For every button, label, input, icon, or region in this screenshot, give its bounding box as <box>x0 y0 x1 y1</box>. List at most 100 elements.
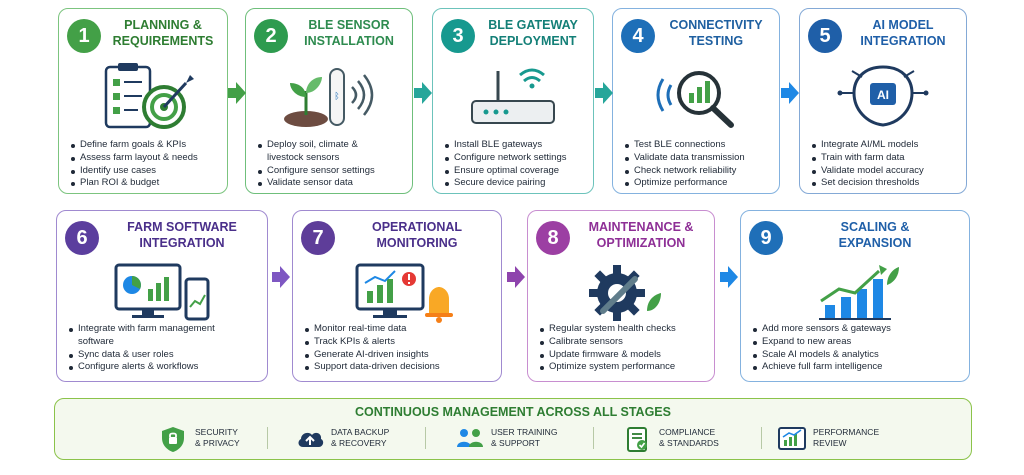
stage-title: AI MODEL INTEGRATION <box>860 18 946 48</box>
bullet: Integrate AI/ML models <box>812 139 960 152</box>
divider <box>425 427 426 449</box>
stage-title: CONNECTIVITY TESTING <box>669 18 763 48</box>
divider <box>267 427 268 449</box>
management-item-compliance: COMPLIANCE & STANDARDS <box>623 425 753 453</box>
stage-card-4: 4 CONNECTIVITY TESTING Test BLE connecti… <box>612 8 780 194</box>
bullet: Validate data transmission <box>625 152 773 165</box>
stage-number: 9 <box>749 221 783 255</box>
bullet: Assess farm layout & needs <box>71 152 221 165</box>
management-label: DATA BACKUP & RECOVERY <box>331 427 390 448</box>
bullet: Update firmware & models <box>540 349 708 362</box>
management-label: PERFORMANCE REVIEW <box>813 427 880 448</box>
bullet: Configure sensor settings <box>258 165 406 178</box>
stage-title: PLANNING & REQUIREMENTS <box>112 18 214 48</box>
bullet: Ensure optimal coverage <box>445 165 587 178</box>
arrow-right-icon <box>228 82 246 104</box>
stage-header: 2 BLE SENSOR INSTALLATION <box>254 15 404 59</box>
bullet: Test BLE connections <box>625 139 773 152</box>
stage-card-1: 1 PLANNING & REQUIREMENTS Define farm go… <box>58 8 228 194</box>
checklist-target-icon <box>59 61 227 137</box>
management-item-backup: DATA BACKUP & RECOVERY <box>295 425 425 453</box>
management-title: CONTINUOUS MANAGEMENT ACROSS ALL STAGES <box>355 405 671 419</box>
arrow-right-icon <box>595 82 613 104</box>
bullet: Sync data & user roles <box>69 349 261 362</box>
bullet: Check network reliability <box>625 165 773 178</box>
stage-card-9: 9 SCALING & EXPANSION Add more sensors &… <box>740 210 970 382</box>
bullet: Configure network settings <box>445 152 587 165</box>
stage-title: OPERATIONAL MONITORING <box>371 220 463 250</box>
arrow-right-icon <box>414 82 432 104</box>
stage-card-7: 7 OPERATIONAL MONITORING Monitor real-ti… <box>292 210 502 382</box>
divider <box>593 427 594 449</box>
stage-title: BLE GATEWAY DEPLOYMENT <box>488 18 578 48</box>
arrow-right-icon <box>781 82 799 104</box>
stage-header: 6 FARM SOFTWARE INTEGRATION <box>65 217 259 261</box>
bullet: Install BLE gateways <box>445 139 587 152</box>
bullet: Train with farm data <box>812 152 960 165</box>
bullet: Plan ROI & budget <box>71 177 221 190</box>
bullet: Set decision thresholds <box>812 177 960 190</box>
stage-number: 5 <box>808 19 842 53</box>
management-label: SECURITY & PRIVACY <box>195 427 240 448</box>
stage-title: BLE SENSOR INSTALLATION <box>304 18 394 48</box>
stage-number: 8 <box>536 221 570 255</box>
performance-chart-icon <box>778 427 806 450</box>
stage-card-5: 5 AI MODEL INTEGRATION AI Integrate AI/M… <box>799 8 967 194</box>
monitor-alert-icon <box>293 261 501 337</box>
stage-card-2: 2 BLE SENSOR INSTALLATION ᛒ Deploy soil,… <box>245 8 413 194</box>
dashboard-devices-icon <box>57 261 267 337</box>
bullet: Optimize system performance <box>540 361 708 374</box>
users-icon <box>457 429 483 447</box>
bullet: Integrate with farm management <box>69 323 261 336</box>
management-label: COMPLIANCE & STANDARDS <box>659 427 719 448</box>
bullet: Secure device pairing <box>445 177 587 190</box>
stage-number: 2 <box>254 19 288 53</box>
bullet: Regular system health checks <box>540 323 708 336</box>
cloud-backup-icon <box>298 432 324 447</box>
stage-header: 3 BLE GATEWAY DEPLOYMENT <box>441 15 585 59</box>
stage-header: 9 SCALING & EXPANSION <box>749 217 961 261</box>
stage-title: FARM SOFTWARE INTEGRATION <box>127 220 237 250</box>
arrow-right-icon <box>272 266 290 288</box>
bullet-continued: software <box>78 335 114 347</box>
bullet: Deploy soil, climate & <box>258 139 406 152</box>
management-label: USER TRAINING & SUPPORT <box>491 427 558 448</box>
shield-icon <box>162 427 184 452</box>
stage-header: 1 PLANNING & REQUIREMENTS <box>67 15 219 59</box>
management-item-training: USER TRAINING & SUPPORT <box>455 425 585 453</box>
stage-number: 4 <box>621 19 655 53</box>
arrow-right-icon <box>720 266 738 288</box>
stage-header: 7 OPERATIONAL MONITORING <box>301 217 493 261</box>
bullet: Generate AI-driven insights <box>305 349 495 362</box>
bullet: Monitor real-time data <box>305 323 495 336</box>
sensor-sprout-icon: ᛒ <box>246 61 412 137</box>
management-item-performance: PERFORMANCE REVIEW <box>777 425 907 453</box>
gear-wrench-icon <box>528 261 714 337</box>
stage-number: 7 <box>301 221 335 255</box>
bullet: Identify use cases <box>71 165 221 178</box>
stage-card-8: 8 MAINTENANCE & OPTIMIZATION Regular sys… <box>527 210 715 382</box>
bullet: Validate model accuracy <box>812 165 960 178</box>
ai-brain-icon: AI <box>800 61 966 137</box>
bullet: Configure alerts & workflows <box>69 361 261 374</box>
stage-number: 1 <box>67 19 101 53</box>
stage-header: 5 AI MODEL INTEGRATION <box>808 15 958 59</box>
bullet: Validate sensor data <box>258 177 406 190</box>
stage-number: 6 <box>65 221 99 255</box>
bullet: Track KPIs & alerts <box>305 336 495 349</box>
bullet: Calibrate sensors <box>540 336 708 349</box>
stage-header: 8 MAINTENANCE & OPTIMIZATION <box>536 217 706 261</box>
management-item-security: SECURITY & PRIVACY <box>159 425 279 453</box>
stage-number: 3 <box>441 19 475 53</box>
stage-title: SCALING & EXPANSION <box>838 220 912 250</box>
stage-header: 4 CONNECTIVITY TESTING <box>621 15 771 59</box>
ai-chip-label: AI <box>877 88 889 102</box>
bullet: Add more sensors & gateways <box>753 323 963 336</box>
stage-title: MAINTENANCE & OPTIMIZATION <box>588 220 694 250</box>
router-icon <box>433 61 593 137</box>
bullet-continued: livestock sensors <box>267 151 340 163</box>
bullet: Scale AI models & analytics <box>753 349 963 362</box>
growth-chart-icon <box>741 261 969 337</box>
magnifier-signal-icon <box>613 61 779 137</box>
divider <box>761 427 762 449</box>
